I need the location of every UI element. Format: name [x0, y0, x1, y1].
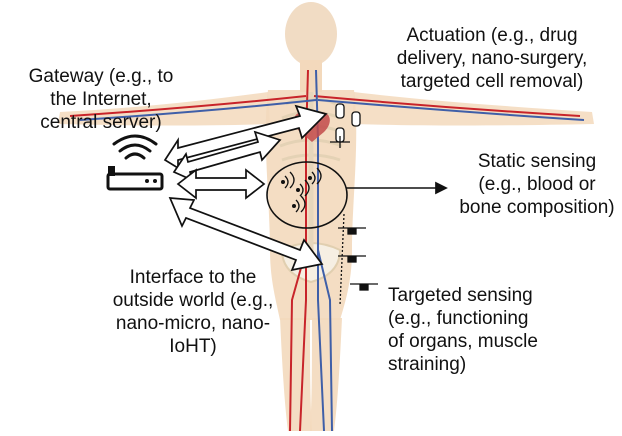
interface-line-4: IoHT) — [93, 335, 293, 358]
gateway-line-2: the Internet, — [8, 88, 194, 111]
interface-line-2: outside world (e.g., — [93, 289, 293, 312]
label-actuation: Actuation (e.g., drug delivery, nano-sur… — [372, 24, 612, 93]
gateway-line-1: Gateway (e.g., to — [8, 65, 194, 88]
static-sensing-line-2: (e.g., blood or — [452, 173, 622, 196]
targeted-sensing-line-1: Targeted sensing — [388, 284, 578, 307]
targeted-sensing-line-3: of organs, muscle — [388, 330, 578, 353]
gateway-line-3: central server) — [8, 111, 194, 134]
static-sensing-line-3: bone composition) — [452, 196, 622, 219]
static-sensing-line-1: Static sensing — [452, 150, 622, 173]
actuation-line-2: delivery, nano-surgery, — [372, 47, 612, 70]
arrow-gateway-to-static-sensing — [178, 170, 264, 198]
head — [285, 2, 337, 66]
targeted-sensing-line-2: (e.g., functioning — [388, 307, 578, 330]
right-leg — [310, 318, 342, 431]
actuation-line-1: Actuation (e.g., drug — [372, 24, 612, 47]
label-interface: Interface to the outside world (e.g., na… — [93, 266, 293, 358]
targeted-sensing-line-4: straining) — [388, 353, 578, 376]
interface-line-1: Interface to the — [93, 266, 293, 289]
arrow-static-sensing-head — [436, 183, 446, 193]
interface-line-3: nano-micro, nano- — [93, 312, 293, 335]
wifi-router-icon — [108, 136, 162, 189]
actuation-line-3: targeted cell removal) — [372, 70, 612, 93]
label-gateway: Gateway (e.g., to the Internet, central … — [8, 65, 194, 134]
wifi-waves — [114, 136, 156, 158]
label-static-sensing: Static sensing (e.g., blood or bone comp… — [452, 150, 622, 219]
neck — [300, 60, 322, 92]
label-targeted-sensing: Targeted sensing (e.g., functioning of o… — [388, 284, 578, 376]
